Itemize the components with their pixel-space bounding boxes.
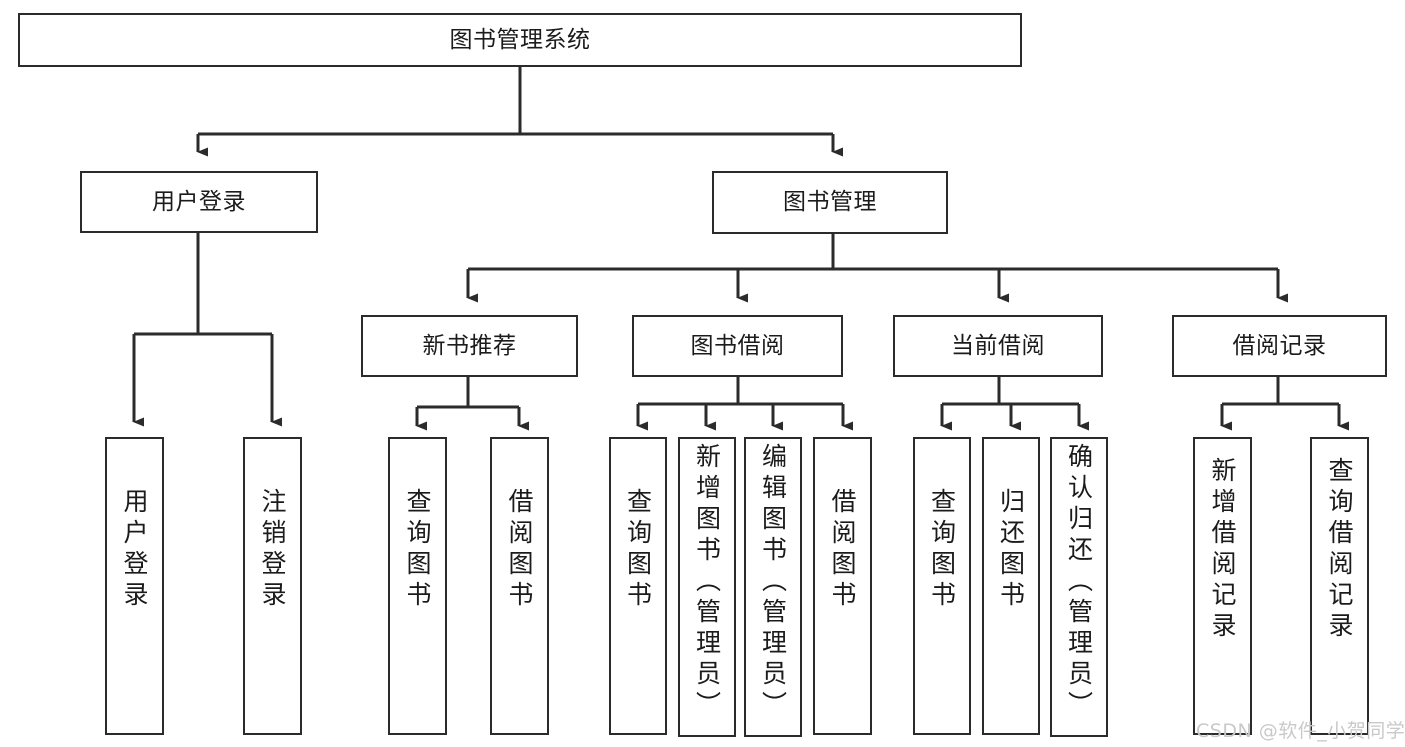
node-root-system[interactable]: 图书管理系统: [18, 13, 1022, 67]
node-label: 编辑图书（管理员）: [758, 443, 788, 722]
node-new-book-recommend[interactable]: 新书推荐: [361, 315, 578, 377]
leaf-borrowrecord-query-record[interactable]: 查询借阅记录: [1310, 437, 1369, 735]
leaf-bookborrow-add-book-admin[interactable]: 新增图书（管理员）: [678, 437, 736, 737]
leaf-newbook-borrow-book[interactable]: 借阅图书: [490, 437, 549, 735]
node-user-login[interactable]: 用户登录: [80, 171, 318, 233]
csdn-watermark: CSDN @软件_小贺同学: [1196, 720, 1405, 742]
node-label: 查询借阅记录: [1325, 457, 1354, 643]
leaf-user-login-signin[interactable]: 用户登录: [105, 437, 164, 735]
node-label: 当前借阅: [951, 332, 1045, 359]
node-book-management[interactable]: 图书管理: [712, 171, 948, 234]
node-label: 用户登录: [152, 188, 246, 215]
node-label: 查询图书: [623, 488, 653, 612]
node-label: 归还图书: [996, 488, 1026, 612]
node-label: 确认归还（管理员）: [1064, 443, 1094, 722]
leaf-user-login-signout[interactable]: 注销登录: [243, 437, 302, 735]
node-borrow-record[interactable]: 借阅记录: [1172, 315, 1387, 377]
node-label: 查询图书: [927, 488, 957, 612]
leaf-currentborrow-return-book[interactable]: 归还图书: [982, 437, 1040, 735]
node-label: 用户登录: [120, 488, 149, 612]
node-current-borrow[interactable]: 当前借阅: [893, 315, 1103, 377]
node-label: 新增借阅记录: [1208, 457, 1237, 643]
node-label: 图书管理: [783, 189, 877, 215]
leaf-bookborrow-query-book[interactable]: 查询图书: [609, 437, 667, 735]
leaf-currentborrow-confirm-return-admin[interactable]: 确认归还（管理员）: [1050, 437, 1108, 737]
leaf-borrowrecord-add-record[interactable]: 新增借阅记录: [1193, 437, 1252, 735]
node-label: 借阅图书: [505, 488, 534, 612]
node-label: 查询图书: [403, 488, 432, 612]
node-label: 借阅图书: [828, 488, 857, 612]
node-label: 新增图书（管理员）: [692, 443, 722, 722]
node-label: 新书推荐: [422, 332, 517, 359]
node-book-borrow[interactable]: 图书借阅: [632, 315, 843, 377]
node-label: 注销登录: [258, 488, 287, 612]
node-label: 借阅记录: [1232, 332, 1327, 359]
node-label: 图书管理系统: [449, 26, 591, 53]
leaf-newbook-query-book[interactable]: 查询图书: [388, 437, 447, 735]
leaf-bookborrow-borrow-book[interactable]: 借阅图书: [813, 437, 872, 735]
leaf-currentborrow-query-book[interactable]: 查询图书: [913, 437, 971, 735]
leaf-bookborrow-edit-book-admin[interactable]: 编辑图书（管理员）: [744, 437, 802, 737]
node-label: 图书借阅: [690, 332, 785, 359]
